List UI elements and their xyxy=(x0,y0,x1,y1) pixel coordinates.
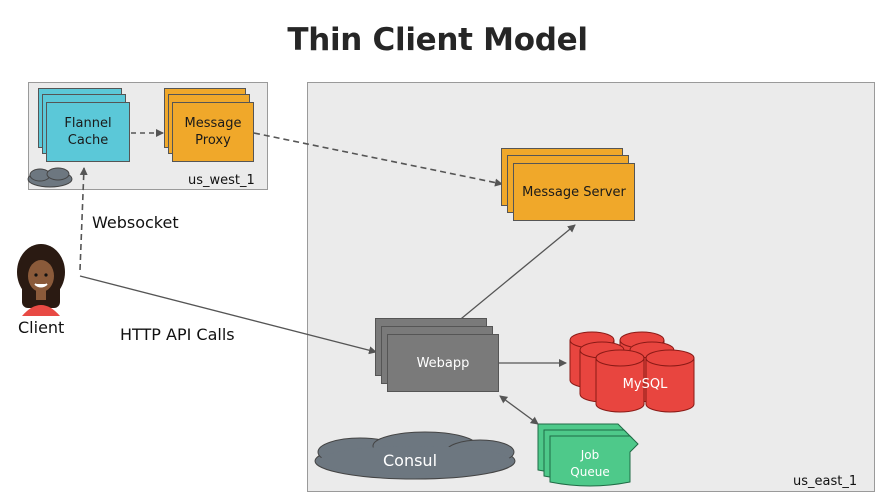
websocket-label: Websocket xyxy=(92,213,179,232)
message-server-label: Message Server xyxy=(522,184,626,200)
flannel-cache-label: Flannel Cache xyxy=(64,116,112,148)
mysql-cylinders xyxy=(569,331,695,413)
http-api-label: HTTP API Calls xyxy=(120,325,235,344)
arrow-websocket xyxy=(79,167,88,271)
message-server-box xyxy=(513,163,635,221)
job-queue-label: Job Queue xyxy=(570,448,610,479)
client-label: Client xyxy=(18,318,65,337)
page-title: Thin Client Model xyxy=(287,22,588,58)
region-label-us-west-1: us_west_1 xyxy=(188,173,255,188)
message-proxy-box xyxy=(172,102,254,162)
flannel-cache-box xyxy=(46,102,130,162)
job-queue-stack xyxy=(537,423,639,487)
arrow-webapp-jobqueue xyxy=(499,395,539,425)
consul-label: Consul xyxy=(382,450,438,470)
webapp-label: Webapp xyxy=(416,355,470,371)
client-avatar xyxy=(17,244,65,316)
arrow-webapp-message-server xyxy=(444,224,576,333)
webapp-box xyxy=(387,334,499,392)
arrow-proxy-to-message-server xyxy=(253,132,503,187)
message-proxy-label: Message Proxy xyxy=(184,116,242,148)
arrow-http-api xyxy=(79,275,377,355)
region-label-us-east-1: us_east_1 xyxy=(793,474,858,489)
mysql-label: MySQL xyxy=(622,376,668,392)
consul-cloud xyxy=(314,431,516,480)
small-cloud-icon xyxy=(27,167,73,188)
